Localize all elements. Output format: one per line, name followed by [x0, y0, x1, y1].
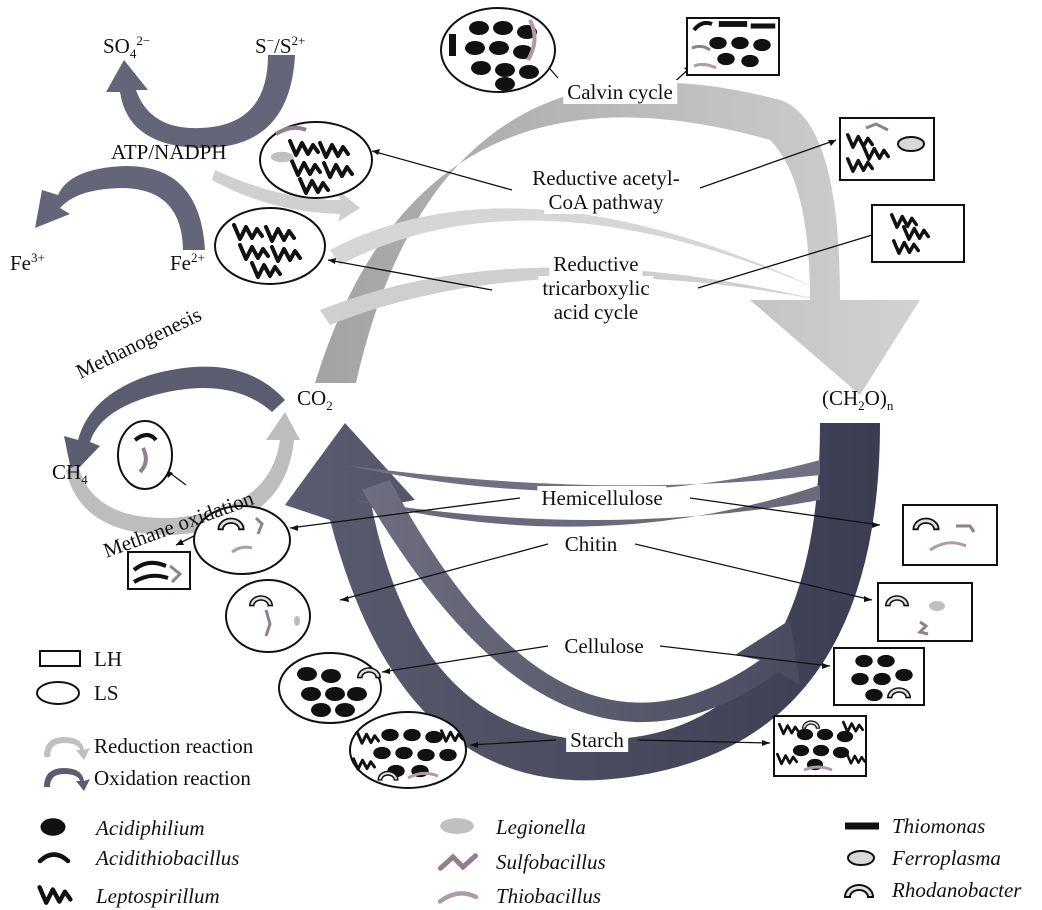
legend-rhodanobacter: Rhodanobacter: [892, 878, 1022, 902]
lh-acetyl: [839, 117, 935, 181]
legend-acidithiobacillus: Acidithiobacillus: [96, 846, 240, 870]
legend-leptospirillum: Leptospirillum: [96, 884, 220, 908]
ls-hemicellulose: [193, 505, 291, 575]
cellulose-label: Cellulose: [560, 634, 648, 658]
sulfate-label: SO42−: [103, 33, 151, 62]
ls-methane: [117, 420, 173, 490]
ls-cellulose: [278, 652, 382, 724]
acidiphilium-icon: [40, 818, 66, 836]
legend-reduction-label: Reduction reaction: [94, 734, 254, 758]
ferrous-label: Fe2+: [170, 250, 205, 275]
lh-methane: [127, 551, 191, 590]
legend-oxidation-label: Oxidation reaction: [94, 766, 251, 790]
lh-starch: [773, 715, 867, 777]
lh-hemicellulose: [902, 504, 998, 566]
starch-label: Starch: [566, 728, 628, 752]
oxidation-icon: [44, 768, 90, 791]
methane-oxidation-arrow: [66, 412, 300, 535]
ferric-label: Fe3+: [10, 250, 45, 275]
hemicellulose-label: Hemicellulose: [537, 486, 667, 510]
lh-cellulose: [833, 647, 925, 706]
sulfur-oxidation-arrow: [106, 55, 295, 149]
ls-calvin: [440, 7, 556, 93]
legend-ferroplasma: Ferroplasma: [892, 846, 1001, 870]
legend-lh-label: LH: [94, 647, 122, 671]
ls-chitin: [225, 579, 311, 653]
atp-flow-arrow: [212, 170, 360, 222]
legend-legionella: Legionella: [496, 815, 586, 839]
ferroplasma-icon: [846, 849, 876, 867]
legend-thiobacillus: Thiobacillus: [496, 884, 602, 908]
sulfide-label: S−/S2+: [255, 33, 306, 58]
legend-thiomonas: Thiomonas: [892, 814, 986, 838]
leptospirillum-icon: [40, 887, 71, 902]
ch4-label: CH4: [52, 460, 88, 488]
acidithiobacillus-icon: [40, 855, 68, 862]
ls-tca: [214, 207, 326, 285]
ch2o-label: (CH2O)n: [822, 386, 894, 414]
lh-calvin: [686, 17, 780, 76]
legend-sulfobacillus: Sulfobacillus: [496, 850, 606, 874]
atp-nadph-label: ATP/NADPH: [111, 140, 227, 164]
co2-label: CO2: [297, 386, 333, 414]
organic-degradation-arrow: [285, 423, 880, 781]
lh-chitin: [877, 582, 973, 642]
pointer-lines: [165, 61, 883, 746]
legend-ls-ellipse: [36, 681, 80, 705]
ls-acetyl: [259, 121, 373, 199]
reduction-icon: [44, 737, 90, 760]
carbon-fixation-arrow: [315, 82, 920, 395]
calvin-cycle-label: Calvin cycle: [563, 80, 677, 104]
inner-up-arrow: [362, 480, 800, 723]
rhodanobacter-icon: [843, 883, 875, 899]
acetyl-coa-label: Reductive acetyl-CoA pathway: [528, 166, 684, 214]
thiobacillus-icon: [440, 893, 476, 901]
legend-acidiphilium: Acidiphilium: [96, 816, 205, 840]
chitin-label: Chitin: [560, 532, 622, 556]
ls-starch: [349, 711, 467, 789]
lh-tca: [871, 204, 965, 263]
legend-ls-label: LS: [94, 681, 119, 705]
iron-oxidation-arrow: [35, 165, 205, 250]
chitin-arrow: [355, 485, 820, 527]
thiomonas-icon: [845, 822, 879, 830]
hemicellulose-arrow: [345, 460, 820, 492]
methanogenesis-arrow: [64, 366, 285, 475]
legionella-icon: [440, 818, 474, 834]
sulfobacillus-icon: [441, 856, 476, 869]
legend-lh-rect: [39, 650, 81, 667]
